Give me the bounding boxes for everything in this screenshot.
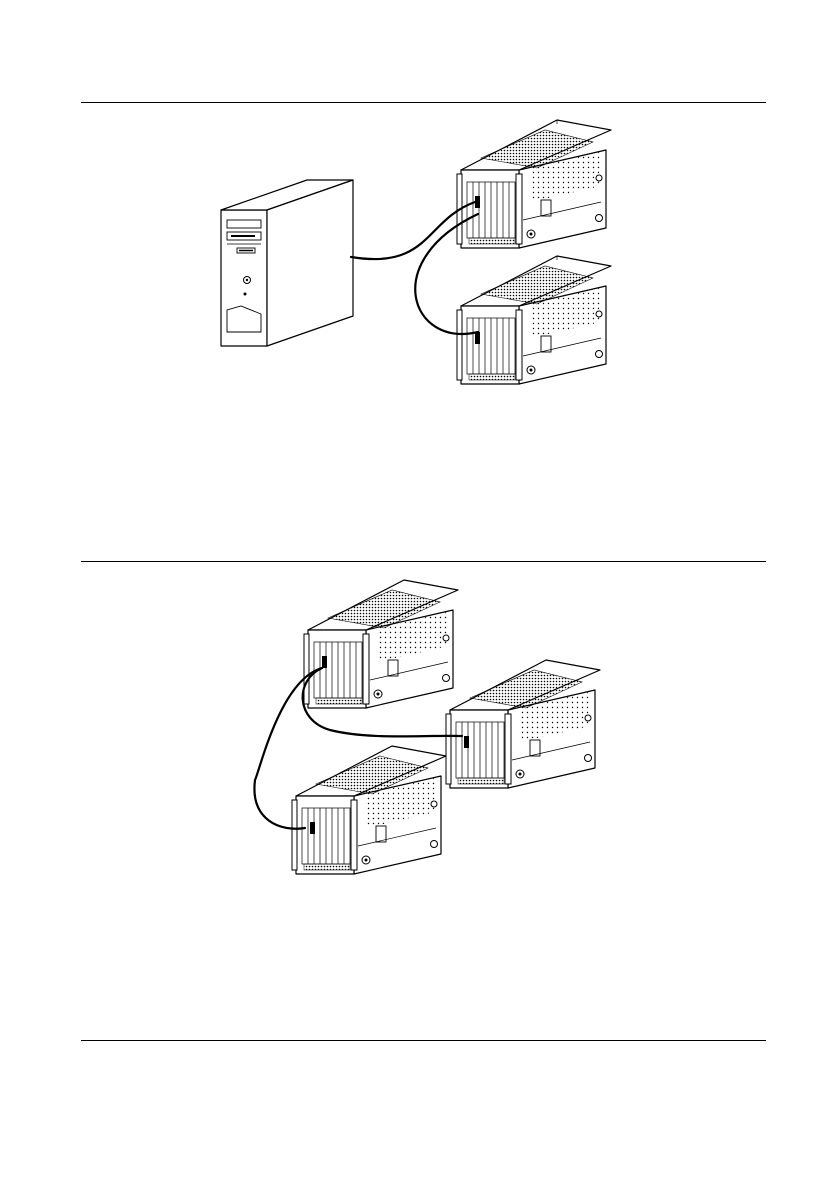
- figure-bottom: [0, 570, 839, 890]
- chassis-top-1: [457, 120, 611, 248]
- chassis-bottom-2: [446, 660, 600, 788]
- chassis-bottom-3: [292, 746, 446, 874]
- cable-computer-to-chassis: [351, 202, 475, 259]
- section-rule-middle: [81, 561, 766, 562]
- page-header: [0, 0, 839, 70]
- section-rule-bottom: [81, 1040, 766, 1041]
- section-rule-top: [81, 102, 766, 103]
- chassis-bottom-1: [304, 580, 458, 708]
- tower-computer: [221, 180, 353, 346]
- figure-top: [0, 110, 839, 410]
- chassis-top-2: [457, 256, 611, 384]
